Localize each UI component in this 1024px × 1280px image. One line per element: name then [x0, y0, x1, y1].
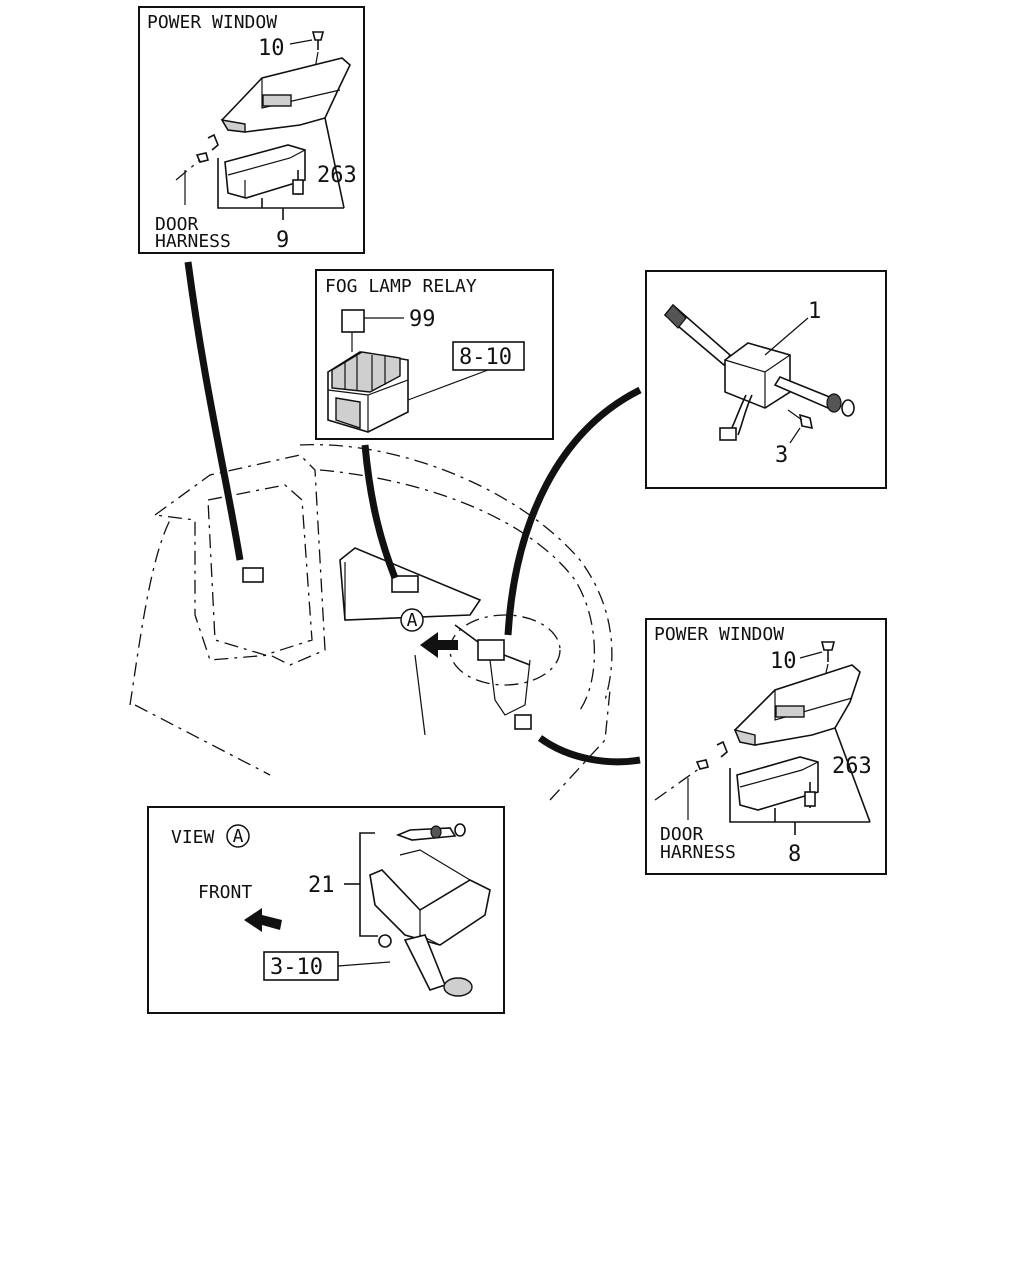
callout-switch: 9: [276, 228, 289, 253]
callout-bracket: 21: [308, 873, 335, 898]
clip-part: [207, 133, 219, 151]
relay-in-vehicle: [391, 575, 419, 593]
pipe-part: [395, 827, 457, 841]
callout-ref-box: 3-10: [270, 955, 323, 980]
bezel-part: [734, 664, 861, 746]
body-line-left: [129, 519, 171, 706]
panel-title: POWER WINDOW: [147, 12, 277, 33]
pedal-pad: [443, 977, 473, 997]
callout-switch: 8: [788, 842, 801, 867]
door-outline: [153, 454, 326, 666]
panel-power-window-left: POWER WINDOW 10 263 9 DOOR HARNESS: [138, 6, 365, 254]
harness-label-line2: HARNESS: [660, 842, 736, 863]
callout-relay: 99: [409, 307, 436, 332]
relay-icon: [341, 309, 365, 333]
floor-line: [134, 704, 271, 776]
door-panel-outline: [207, 484, 313, 656]
front-label: FRONT: [198, 882, 252, 903]
nut-part: [378, 934, 392, 948]
ref-box: [263, 951, 339, 981]
panel-title: POWER WINDOW: [654, 624, 784, 645]
vehicle-interior-view: A: [129, 444, 613, 801]
panel-view-a: VIEW A FRONT 21 3-10: [147, 806, 505, 1014]
panel-border: [645, 270, 887, 489]
view-a-marker-circle: [400, 608, 424, 632]
window-switch-part: [736, 756, 819, 811]
leader-curves: [184, 261, 642, 766]
harness-label-line1: DOOR: [155, 214, 199, 235]
panel-title: FOG LAMP RELAY: [325, 276, 477, 297]
switch-body: [724, 342, 791, 409]
detail-circle: [449, 614, 561, 686]
panel-fog-lamp-relay: FOG LAMP RELAY 99 8-10: [315, 269, 554, 440]
panel-border: [138, 6, 365, 254]
screw-icon: [311, 31, 325, 41]
bolt-part: [804, 791, 816, 807]
harness-label-line2: HARNESS: [155, 231, 231, 252]
leader-power-window-right: [537, 735, 641, 766]
callout-bezel: 263: [317, 163, 357, 188]
screw-icon: [820, 641, 836, 651]
callout-switch: 1: [808, 299, 821, 324]
screw-icon: [798, 413, 814, 430]
view-a-marker: A: [407, 610, 418, 631]
callout-screw: 10: [258, 36, 285, 61]
view-a-marker-circle: [226, 824, 250, 848]
console-edge: [549, 689, 611, 801]
leader-combination-switch: [504, 386, 642, 636]
connector-plug: [719, 427, 737, 441]
ref-box: [452, 341, 525, 371]
panel-title: VIEW: [171, 827, 215, 848]
callout-bezel: 263: [832, 754, 872, 779]
panel-border: [147, 806, 505, 1014]
switch-in-vehicle: [477, 639, 505, 661]
direction-arrow: [420, 632, 458, 658]
bracket-part: [369, 869, 491, 946]
callout-ref-box: 8-10: [459, 345, 512, 370]
connector-under-dash: [514, 714, 532, 730]
harness-label-line1: DOOR: [660, 824, 704, 845]
panel-border: [315, 269, 554, 440]
steering-column-support: [489, 659, 531, 716]
door-switch-in-vehicle: [242, 567, 264, 583]
harness-connector: [695, 759, 709, 770]
panel-border: [645, 618, 887, 875]
callout-screw: 3: [775, 443, 788, 468]
clip-part: [716, 740, 728, 758]
panel-combination-switch: 3 1: [645, 270, 887, 489]
panel-power-window-right: POWER WINDOW 10 263 8 DOOR HARNESS: [645, 618, 887, 875]
leader-power-window-left: [184, 261, 244, 561]
front-arrow-icon: [244, 908, 282, 932]
callout-screw: 10: [770, 649, 797, 674]
bolt-part: [292, 179, 304, 195]
view-a-marker: A: [233, 826, 244, 847]
leader-fog-relay: [361, 444, 399, 580]
